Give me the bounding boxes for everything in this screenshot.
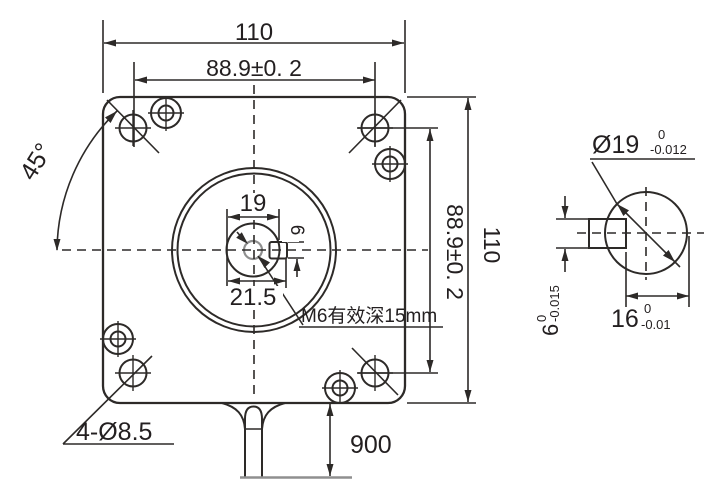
dim-shaft-diameter (590, 158, 695, 268)
centerlines (62, 85, 428, 399)
dim-overall-width (102, 20, 406, 93)
mounting-holes (106, 99, 402, 396)
dim-pilot-19 (226, 209, 287, 288)
label-overall-height: 110 (479, 227, 505, 264)
mount-holes-leader (62, 355, 174, 445)
m6-leader (236, 231, 443, 328)
label-key-width-group: 6 0 -0.015 (534, 285, 563, 336)
counterbore-holes (100, 96, 408, 404)
label-angle-45: 45° (14, 138, 58, 185)
label-shaft-dia-tol-lower: -0.012 (650, 142, 687, 157)
label-keyway-span: 21.5 (230, 284, 277, 311)
dim-cable-900 (326, 404, 334, 476)
label-shaft-dia-tol-upper: 0 (658, 127, 665, 142)
label-hole-spacing-v: 88.9±0. 2 (442, 204, 468, 300)
label-hole-spacing-h: 88.9±0. 2 (206, 55, 302, 81)
label-flat-width-tol-lower: -0.01 (641, 317, 671, 332)
label-shaft-diameter: Ø19 (592, 131, 639, 159)
label-overall-width: 110 (235, 19, 273, 46)
label-key-width-tol-upper: 0 (534, 315, 549, 322)
label-flat-width: 16 (611, 305, 639, 333)
label-mount-holes: 4-Ø8.5 (76, 418, 152, 446)
label-cable-length: 900 (350, 431, 392, 459)
label-thread-note: M6有效深15mm (301, 305, 437, 327)
shaft-section-view: Ø19 0 -0.012 6 0 -0.015 16 0 -0.01 (534, 127, 704, 336)
label-key-width-tol-lower: -0.015 (547, 285, 562, 322)
flange-outline (101, 95, 407, 405)
dim-angle-45 (53, 110, 118, 251)
label-key-width: 6 (538, 324, 563, 336)
shaft-centerlines (577, 187, 704, 280)
dim-hole-spacing-h (133, 62, 376, 147)
dim-flat-width (625, 236, 690, 307)
label-keyway-width: 6 (286, 225, 307, 236)
front-view: 110 88.9±0. 2 45° 19 21.5 6 M6有效深15mm 88… (14, 19, 505, 479)
hole-slashes (106, 99, 402, 396)
label-flat-width-tol-upper: 0 (644, 301, 651, 316)
dim-key-width (556, 196, 589, 272)
label-pilot-19: 19 (240, 190, 267, 217)
dim-hole-spacing-v (358, 127, 438, 374)
dim-overall-height (407, 96, 476, 404)
cable-exit (221, 402, 352, 479)
